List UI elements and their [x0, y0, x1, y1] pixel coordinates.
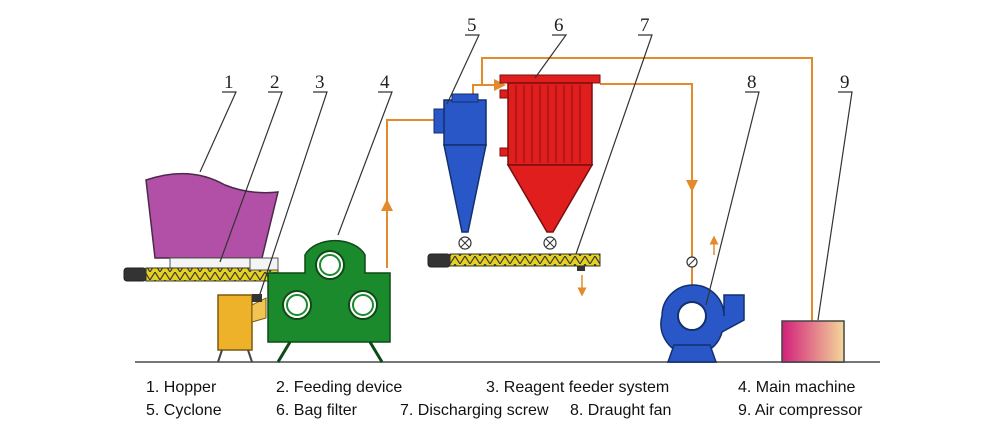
discharging-screw — [449, 253, 601, 267]
pipe-machine-to-cyclone — [386, 119, 440, 268]
reagent-feeder-motor — [252, 294, 262, 302]
legend-item-discharging-screw: 7. Discharging screw — [400, 402, 549, 419]
pipe-filter-to-fan — [600, 83, 693, 185]
callout-8: 8 — [747, 72, 757, 93]
callout-3: 3 — [315, 72, 325, 93]
legend-item-air-compressor: 9. Air compressor — [738, 402, 863, 419]
cyclone — [433, 93, 487, 250]
legend: 1. Hopper 2. Feeding device 3. Reagent f… — [146, 379, 863, 419]
reagent-feeder-legs — [217, 349, 253, 363]
callout-7: 7 — [640, 15, 650, 36]
feeding-screw-end — [249, 257, 279, 271]
callout-6: 6 — [554, 15, 564, 36]
legend-item-cyclone: 5. Cyclone — [146, 402, 222, 419]
hopper-base — [169, 257, 251, 269]
legend-item-draught-fan: 8. Draught fan — [570, 402, 671, 419]
hopper — [145, 172, 279, 259]
leader-lines — [199, 34, 853, 321]
main-machine — [267, 239, 391, 363]
legend-item-feeding-device: 2. Feeding device — [276, 379, 402, 396]
pipe-compressor-line — [481, 57, 813, 322]
callout-5: 5 — [467, 15, 477, 36]
callout-2: 2 — [270, 72, 280, 93]
callout-1: 1 — [224, 72, 234, 93]
legend-item-reagent-feeder: 3. Reagent feeder system — [486, 379, 669, 396]
callout-9: 9 — [840, 72, 850, 93]
legend-item-bag-filter: 6. Bag filter — [276, 402, 358, 419]
legend-item-main-machine: 4. Main machine — [738, 379, 855, 396]
reagent-feeder — [217, 294, 253, 351]
air-compressor — [781, 320, 845, 363]
legend-item-hopper: 1. Hopper — [146, 379, 217, 396]
callout-4: 4 — [380, 72, 390, 93]
discharging-screw-motor — [427, 253, 451, 268]
bag-filter — [499, 74, 601, 250]
feeding-screw-motor — [123, 267, 147, 282]
draught-fan — [660, 256, 745, 363]
discharging-screw-outlet — [577, 266, 585, 271]
air-pipes — [381, 57, 813, 322]
